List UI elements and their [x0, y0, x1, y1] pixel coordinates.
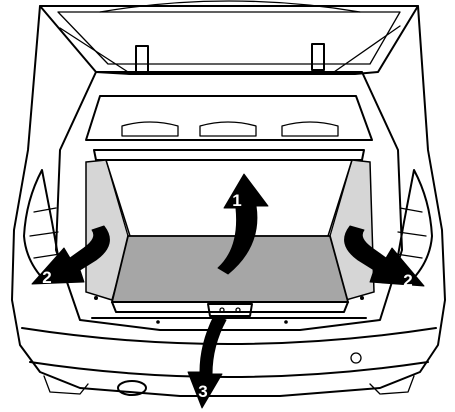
parcel-shelf	[85, 95, 373, 141]
tailgate	[39, 0, 419, 75]
arrow-2-right-label: 2	[403, 271, 412, 290]
arrow-2-left-label: 2	[42, 268, 51, 287]
exhaust-pipe	[117, 380, 147, 396]
arrow-1: 1	[217, 173, 269, 275]
arrow-2-left: 2	[31, 225, 110, 287]
arrow-3-label: 3	[198, 382, 207, 401]
arrow-3: 3	[187, 315, 227, 409]
arrow-2-right: 2	[344, 225, 425, 290]
parking-sensor	[350, 352, 362, 364]
floor-handle	[207, 303, 253, 317]
arrow-1-label: 1	[232, 191, 241, 210]
trunk-opening	[55, 71, 403, 331]
car-body	[11, 5, 446, 397]
